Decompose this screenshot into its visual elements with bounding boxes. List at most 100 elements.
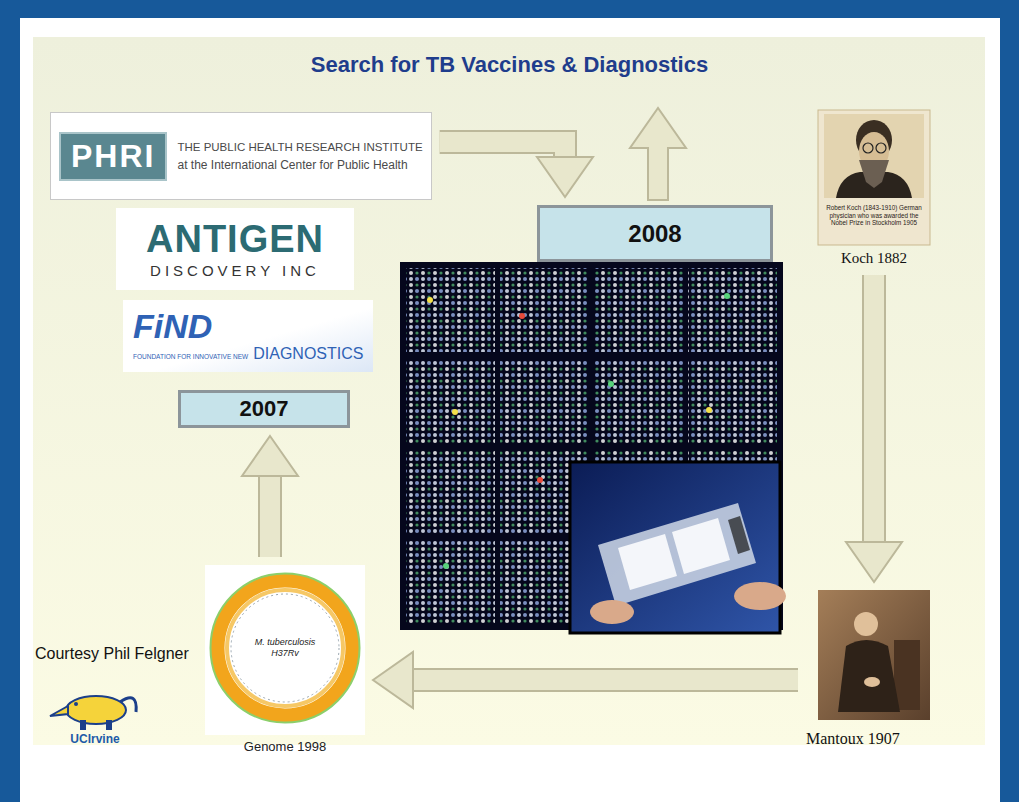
- arrow-head: [373, 652, 413, 708]
- mantoux-portrait-part: [894, 640, 920, 710]
- protein-array-part: [406, 450, 495, 534]
- genome-name: M. tuberculosis H37Rv: [243, 637, 327, 659]
- photo-label: Koch 1882: [818, 250, 930, 267]
- logo-box: PHRI THE PUBLIC HEALTH RESEARCH INSTITUTE…: [50, 112, 432, 200]
- year-box: 2007: [178, 390, 350, 428]
- up-block-arrow: [630, 108, 686, 200]
- photo-label: Mantoux 1907: [806, 730, 932, 748]
- protein-array-part: [519, 313, 525, 319]
- logo-box: ANTIGEN DISCOVERY INC: [116, 208, 354, 290]
- microarray-slide-photo-part: [734, 582, 786, 610]
- protein-array-part: [406, 359, 495, 443]
- logo-mark: FiND: [133, 309, 363, 343]
- mantoux-portrait-part: [838, 640, 900, 712]
- koch-portrait-part: [824, 114, 924, 198]
- anteater-mascot-part: [50, 706, 68, 716]
- logo-text-row: FOUNDATION FOR INNOVATIVE NEW DIAGNOSTICS: [133, 345, 363, 363]
- genome-map-part: [205, 565, 365, 735]
- logo-name: THE PUBLIC HEALTH RESEARCH INSTITUTE: [177, 141, 422, 153]
- credit-note: Courtesy Phil Felgner: [35, 645, 189, 663]
- protein-array-part: [706, 407, 712, 413]
- anteater-mascot: [50, 696, 136, 730]
- protein-array-part: [537, 477, 543, 483]
- logo-mark: ANTIGEN: [146, 220, 324, 258]
- koch-portrait: [818, 110, 930, 245]
- arrow-shaft-outline: [258, 475, 282, 557]
- logo-box: FiND FOUNDATION FOR INNOVATIVE NEW DIAGNOS…: [123, 300, 373, 372]
- genome-map-part: [211, 574, 359, 722]
- microarray-slide-photo-part: [728, 516, 750, 554]
- portrait-photo: Mantoux 1907: [806, 590, 932, 748]
- block-arrow: [846, 275, 902, 582]
- anteater-mascot-part: [74, 702, 78, 706]
- mantoux-portrait-part: [854, 612, 878, 620]
- microarray-slide-photo-part: [618, 534, 677, 590]
- mantoux-portrait-part: [818, 590, 930, 720]
- year-label: 2007: [240, 396, 289, 422]
- year-box: 2008: [537, 205, 773, 262]
- logo-text-group: THE PUBLIC HEALTH RESEARCH INSTITUTE at t…: [177, 141, 422, 172]
- block-arrow: [242, 436, 298, 557]
- genome-map: [205, 565, 365, 735]
- protein-array-part: [500, 268, 589, 352]
- mantoux-portrait-part: [854, 612, 878, 636]
- portrait-photo: Robert Koch (1843-1910) German physician…: [818, 110, 930, 267]
- arrow-shaft: [864, 275, 884, 543]
- arrow-shaft-outline: [862, 275, 886, 543]
- protein-array-part: [406, 541, 495, 625]
- genome-map-part: [227, 590, 343, 706]
- protein-array-part: [406, 268, 495, 352]
- logo-mark: PHRI: [59, 132, 167, 181]
- arrow-shaft-outline: [440, 142, 565, 158]
- microarray-slide-photo-part: [598, 503, 756, 606]
- arrow-head: [846, 542, 902, 582]
- arrow-head: [537, 157, 593, 197]
- arrow-shaft: [440, 142, 565, 158]
- protein-array-part: [452, 409, 458, 415]
- block-arrow: [440, 142, 593, 197]
- mantoux-portrait: [818, 590, 930, 720]
- genome-map-part: [231, 594, 339, 702]
- logo-subtitle: at the International Center for Public H…: [177, 158, 422, 172]
- arrow-shaft-outline: [412, 668, 798, 692]
- protein-array-part: [500, 359, 589, 443]
- genome-map-part: [218, 581, 352, 715]
- up-block-arrow-part: [630, 108, 686, 200]
- genome-map: M. tuberculosis H37RvGenome 1998: [205, 565, 365, 755]
- koch-portrait-part: [876, 143, 886, 153]
- anteater-mascot-part: [80, 720, 86, 730]
- arrow-shaft: [260, 475, 280, 557]
- koch-portrait-part: [818, 110, 930, 245]
- arrow-head: [242, 436, 298, 476]
- protein-array-part: [688, 268, 777, 352]
- logo-name: DIAGNOSTICS: [253, 345, 363, 363]
- microarray-slide-photo-part: [672, 518, 730, 574]
- logo-tagline: FOUNDATION FOR INNOVATIVE NEW: [133, 353, 248, 360]
- slide-frame-part: [20, 18, 1000, 802]
- block-arrow: [373, 652, 798, 708]
- university-logo: UCIrvine: [45, 688, 145, 746]
- anteater-mascot-part: [120, 698, 136, 712]
- protein-array-part: [724, 293, 730, 299]
- logo-name: UCIrvine: [45, 732, 145, 746]
- anteater-mascot-part: [66, 696, 126, 724]
- protein-array-part: [594, 268, 683, 352]
- protein-array-part: [427, 297, 433, 303]
- microarray-slide-photo-part: [590, 600, 634, 624]
- mantoux-portrait-part: [864, 677, 880, 687]
- slide-frame-part: [33, 37, 985, 745]
- slide-title: Search for TB Vaccines & Diagnostics: [0, 52, 1019, 78]
- arrow-shaft: [412, 670, 798, 690]
- protein-array-part: [443, 563, 449, 569]
- protein-array-part: [608, 381, 614, 387]
- logo-name: DISCOVERY INC: [150, 262, 320, 279]
- koch-portrait-part: [859, 160, 889, 188]
- protein-array-part: [688, 359, 777, 443]
- microarray-slide-photo: [570, 462, 786, 633]
- year-label: 2008: [628, 220, 681, 248]
- photo-caption: Robert Koch (1843-1910) German physician…: [822, 204, 926, 244]
- photo-label: Genome 1998: [205, 739, 365, 755]
